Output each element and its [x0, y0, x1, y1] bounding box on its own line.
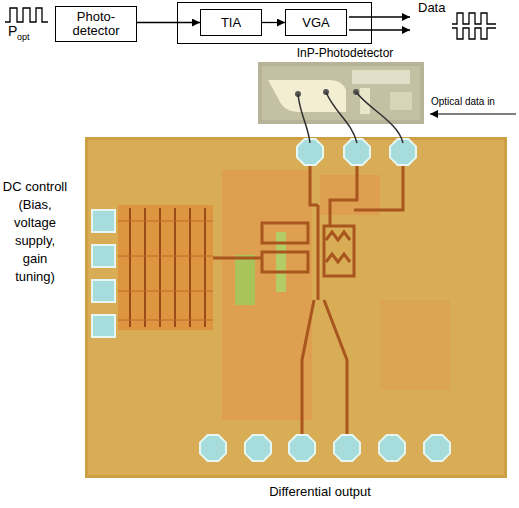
amplifier-box: TIA — [200, 9, 262, 36]
note-label: Optical data in — [431, 96, 495, 108]
bond-wire — [298, 92, 403, 143]
output-arrow — [349, 16, 410, 17]
box-label: Photo- detector — [60, 10, 132, 38]
square-wave — [452, 28, 496, 39]
part-name: InP-Photodetector — [280, 46, 410, 60]
square-wave — [452, 13, 496, 24]
signal-name: P — [8, 23, 17, 40]
box-label: VGA — [302, 16, 329, 30]
process-box: Photo- detector — [55, 6, 137, 42]
part-name: Differential output — [215, 484, 425, 500]
signal-name: Data — [418, 0, 445, 16]
signal-arrow — [262, 22, 285, 23]
note-label: DC controll (Bias, voltage supply, gain … — [2, 178, 68, 286]
box-label: TIA — [221, 16, 241, 30]
receiver-frame: TIA VGA — [177, 2, 372, 44]
chip-image — [85, 137, 507, 478]
amplifier-box: VGA — [285, 9, 347, 36]
optical-arrow — [430, 114, 516, 115]
signal-subscript: opt — [17, 32, 30, 43]
signal-arrow — [137, 22, 200, 23]
output-arrow — [349, 29, 410, 30]
square-wave — [5, 8, 48, 22]
